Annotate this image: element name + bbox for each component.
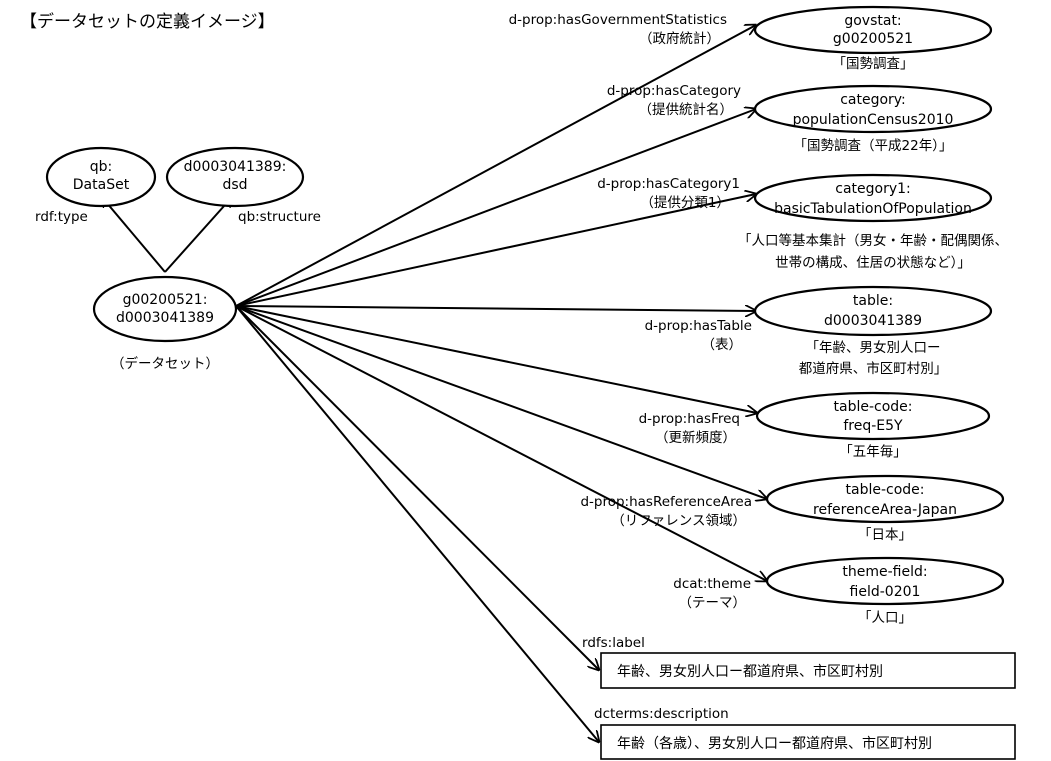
- literal-rdfs-label: 年齢、男女別人口ー都道府県、市区町村別: [600, 652, 1016, 689]
- node-line1: govstat:: [844, 13, 901, 29]
- node-caption-theme: 「人口」: [858, 610, 912, 626]
- literal-value: 年齢（各歳）、男女別人口ー都道府県、市区町村別: [617, 735, 932, 752]
- prop-label-ja-has-category: （提供統計名）: [639, 102, 734, 118]
- edge-has-category1: [235, 194, 756, 307]
- node-line1: category1:: [835, 181, 911, 197]
- prop-label-ja-has-government-statistics: （政府統計）: [639, 31, 720, 47]
- node-line1: table-code:: [846, 482, 925, 498]
- prop-label-has-category1: d-prop:hasCategory1: [597, 176, 740, 192]
- edge-rdf-type: [101, 196, 166, 273]
- node-govstat: govstat: g00200521: [753, 5, 993, 55]
- node-freq: table-code: freq-E5Y: [755, 391, 991, 441]
- node-theme: theme-field: field-0201: [765, 556, 1005, 606]
- node-caption-freq: 「五年毎」: [839, 444, 907, 460]
- edge-dcterms-description: [235, 305, 599, 742]
- literal-dcterms-description: 年齢（各歳）、男女別人口ー都道府県、市区町村別: [600, 724, 1016, 760]
- node-line2: freq-E5Y: [843, 418, 903, 434]
- node-qb-dataset: qb: DataSet: [45, 146, 157, 208]
- edge-qb-structure: [164, 196, 233, 273]
- node-line1: table-code:: [834, 399, 913, 415]
- node-line2: dsd: [222, 177, 247, 193]
- prop-label-ja-has-table: （表）: [702, 337, 743, 353]
- node-line1: category:: [840, 92, 906, 108]
- property-labels: d-prop:hasGovernmentStatistics （政府統計） d-…: [509, 12, 752, 722]
- node-line2: populationCensus2010: [793, 112, 954, 128]
- center-line2: d0003041389: [116, 310, 214, 326]
- node-line2: basicTabulationOfPopulation: [774, 201, 972, 217]
- node-line2: DataSet: [73, 177, 130, 193]
- node-line1: d0003041389:: [184, 159, 287, 175]
- literal-value: 年齢、男女別人口ー都道府県、市区町村別: [617, 663, 883, 680]
- prop-label-dcat-theme: dcat:theme: [673, 576, 751, 592]
- prop-label-has-freq: d-prop:hasFreq: [639, 411, 740, 427]
- diagram-title: 【データセットの定義イメージ】: [20, 11, 275, 32]
- node-caption-table-line2: 都道府県、市区町村別」: [799, 360, 948, 377]
- node-table: table: d0003041389: [753, 285, 993, 337]
- node-line2: referenceArea-Japan: [813, 502, 957, 518]
- node-caption-table-line1: 「年齢、男女別人口ー: [806, 339, 941, 356]
- edge-has-category: [235, 109, 756, 307]
- center-line1: g00200521:: [123, 292, 208, 308]
- node-caption-category1-line2: 世帯の構成、住居の状態など）」: [775, 255, 971, 271]
- node-line2: g00200521: [833, 31, 913, 47]
- edge-dcat-theme: [235, 305, 767, 581]
- node-caption-govstat: 「国勢調査」: [833, 56, 914, 72]
- node-category: category: populationCensus2010: [753, 84, 993, 134]
- prop-label-ja-dcat-theme: （テーマ）: [679, 595, 747, 611]
- prop-label-rdfs-label: rdfs:label: [582, 635, 645, 651]
- edge-has-freq: [235, 305, 757, 413]
- node-caption-category: 「国勢調査（平成22年）」: [794, 138, 953, 154]
- node-center-dataset: g00200521: d0003041389: [92, 275, 238, 343]
- node-category1: category1: basicTabulationOfPopulation: [753, 173, 993, 223]
- edge-has-government-statistics: [235, 25, 756, 307]
- prop-label-has-table: d-prop:hasTable: [645, 318, 752, 334]
- center-caption: （データセット）: [111, 355, 219, 372]
- node-line1: theme-field:: [842, 564, 927, 580]
- prop-label-dcterms-description: dcterms:description: [594, 706, 729, 722]
- node-caption-category1-line1: 「人口等基本集計（男女・年齢・配偶関係、: [738, 232, 1008, 249]
- prop-label-ja-has-reference-area: （リファレンス領域）: [611, 512, 746, 529]
- edges: [101, 25, 767, 742]
- prop-label-has-government-statistics: d-prop:hasGovernmentStatistics: [509, 12, 727, 28]
- prop-label-ja-has-category1: （提供分類1）: [640, 195, 730, 211]
- edge-rdfs-label: [235, 305, 599, 670]
- edge-has-table: [235, 306, 756, 311]
- prop-label-ja-has-freq: （更新頻度）: [655, 430, 736, 446]
- edge-label-qb-structure: qb:structure: [238, 209, 321, 225]
- node-caption-reference-area: 「日本」: [858, 527, 912, 543]
- node-line2: field-0201: [850, 584, 921, 600]
- node-dsd: d0003041389: dsd: [165, 146, 305, 208]
- prop-label-has-reference-area: d-prop:hasReferenceArea: [580, 494, 752, 510]
- prop-label-has-category: d-prop:hasCategory: [607, 83, 741, 99]
- node-line1: qb:: [90, 159, 113, 175]
- edge-has-reference-area: [235, 305, 767, 499]
- node-reference-area: table-code: referenceArea-Japan: [765, 474, 1005, 524]
- edge-label-rdf-type: rdf:type: [35, 209, 88, 225]
- node-line1: table:: [853, 293, 893, 309]
- node-line2: d0003041389: [824, 313, 922, 329]
